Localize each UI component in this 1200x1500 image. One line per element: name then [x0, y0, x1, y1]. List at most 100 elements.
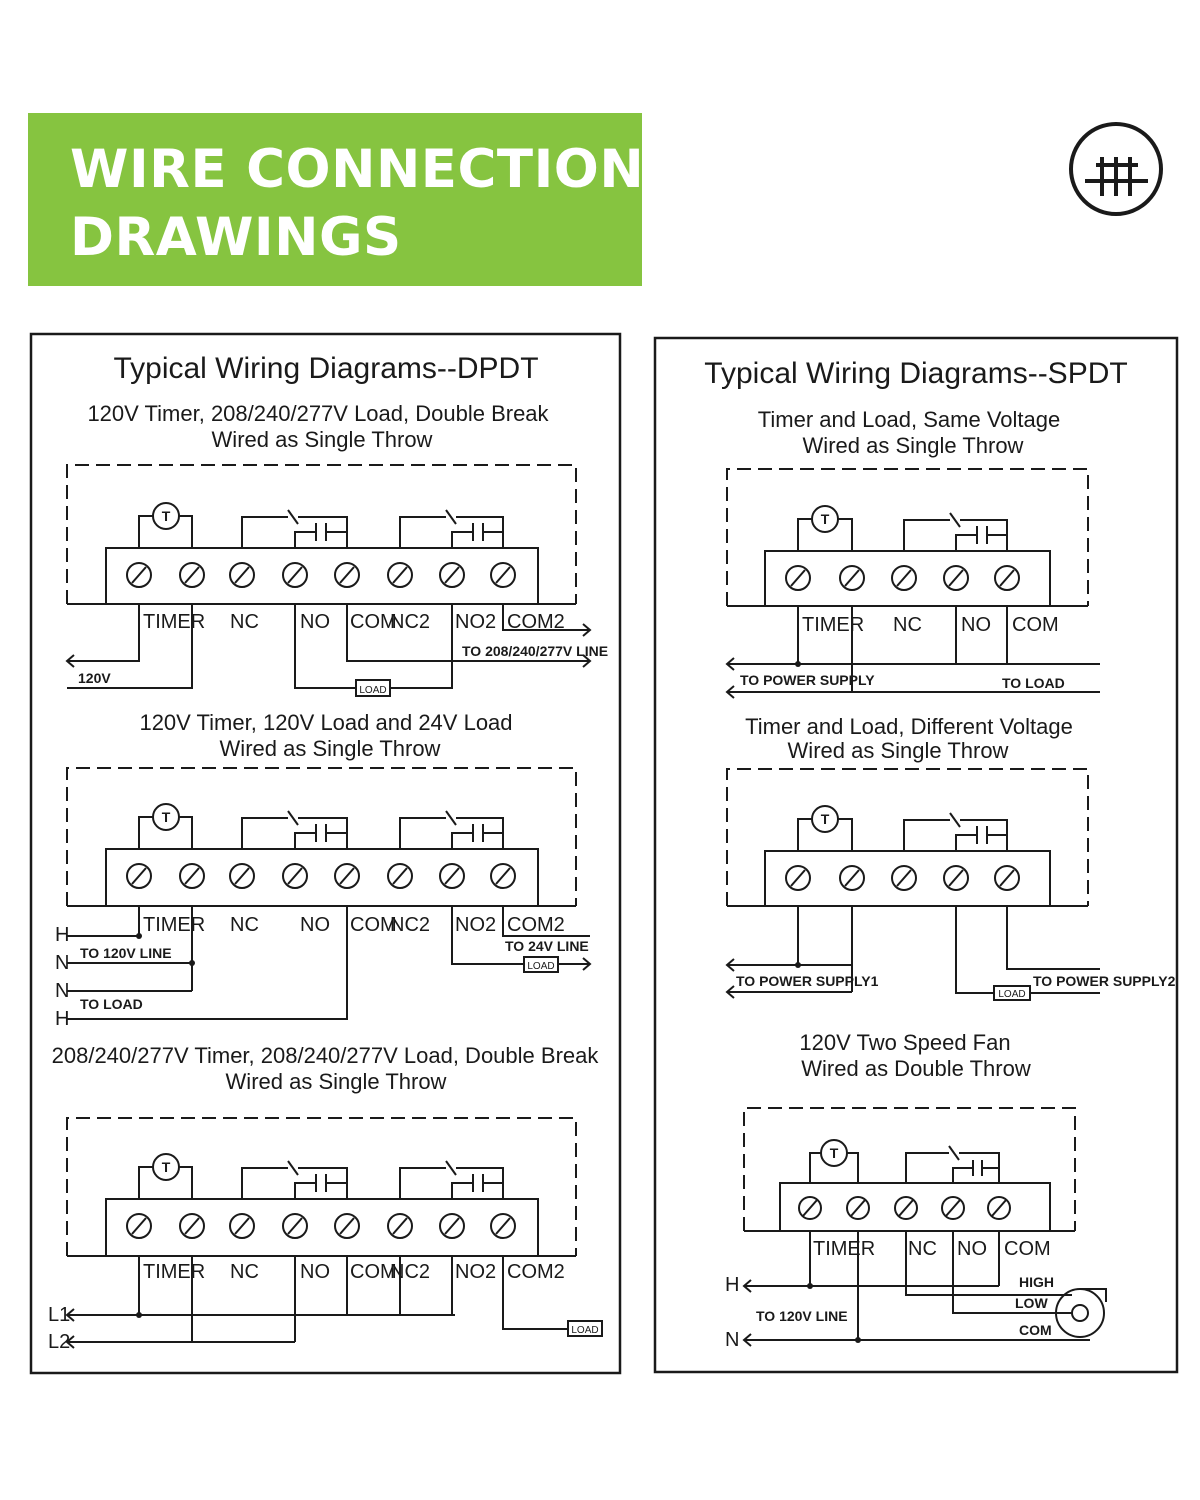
svg-text:T: T [821, 811, 830, 827]
terminal-screw [839, 865, 865, 891]
terminal-screw [439, 562, 465, 588]
terminal-screw [943, 565, 969, 591]
terminal-screw [894, 1196, 918, 1220]
spdt-panel [653, 336, 1179, 1374]
svg-text:NO2: NO2 [455, 914, 496, 936]
svg-text:COM2: COM2 [507, 1261, 565, 1283]
svg-text:COM: COM [350, 1261, 397, 1283]
s3-subtitle-2: Wired as Double Throw [801, 1056, 1031, 1081]
timer-symbol [820, 1139, 848, 1167]
dpdt-panel [29, 332, 622, 1375]
terminal-screw [785, 565, 811, 591]
terminal-screw [846, 1196, 870, 1220]
d2-terminal-block [126, 863, 516, 889]
terminal-label-nc: NC [230, 611, 259, 633]
terminal-screw [490, 1213, 516, 1239]
svg-text:NO: NO [300, 1261, 330, 1283]
svg-text:NC: NC [908, 1238, 937, 1260]
terminal-screw [994, 565, 1020, 591]
d2-subtitle-2: Wired as Single Throw [220, 736, 441, 761]
svg-text:NO: NO [300, 914, 330, 936]
svg-text:NC: NC [893, 614, 922, 636]
spdt-diagram-3: 120V Two Speed Fan Wired as Double Throw… [725, 1030, 1107, 1351]
banner-title-line2: DRAWINGS [70, 207, 402, 268]
svg-text:T: T [162, 508, 171, 524]
timer-symbol [811, 805, 839, 833]
svg-text:NC2: NC2 [390, 914, 430, 936]
terminal-label-no: NO [300, 611, 330, 633]
terminal-screw [229, 1213, 255, 1239]
d1-terminal-block [126, 562, 516, 588]
dpdt-title: Typical Wiring Diagrams--DPDT [113, 352, 538, 385]
s3-terminal-block [798, 1196, 1011, 1220]
svg-text:NO2: NO2 [455, 1261, 496, 1283]
d2-subtitle-1: 120V Timer, 120V Load and 24V Load [139, 710, 512, 735]
terminal-screw [839, 565, 865, 591]
terminal-screw [334, 1213, 360, 1239]
terminal-screw [891, 565, 917, 591]
terminal-screw [282, 562, 308, 588]
svg-text:NO: NO [957, 1238, 987, 1260]
terminal-screw [439, 863, 465, 889]
d2-to-load-label: TO LOAD [80, 996, 143, 1012]
fan-motor-icon [1055, 1288, 1107, 1338]
dpdt-diagram-1: 120V Timer, 208/240/277V Load, Double Br… [65, 401, 608, 697]
s3-line-h: H [725, 1274, 739, 1296]
terminal-screw [179, 863, 205, 889]
terminal-screw [229, 863, 255, 889]
timer-symbol [152, 803, 180, 831]
s1-load-label: TO LOAD [1002, 675, 1065, 691]
terminal-label-timer: TIMER [143, 611, 205, 633]
s2-subtitle-1: Timer and Load, Different Voltage [745, 714, 1073, 739]
svg-text:T: T [830, 1145, 839, 1161]
terminal-label-com: COM [350, 611, 397, 633]
d2-line-n2: N [55, 980, 69, 1002]
svg-text:COM2: COM2 [507, 914, 565, 936]
terminal-screw [490, 863, 516, 889]
terminal-screw [126, 1213, 152, 1239]
title-banner: WIRE CONNECTION DRAWINGS [28, 113, 645, 286]
d2-line-h1: H [55, 924, 69, 946]
load-symbol [567, 1320, 603, 1337]
terminal-screw [229, 562, 255, 588]
s1-subtitle-2: Wired as Single Throw [803, 433, 1024, 458]
terminal-screw [439, 1213, 465, 1239]
svg-text:T: T [162, 1159, 171, 1175]
terminal-screw [987, 1196, 1011, 1220]
timer-symbol [811, 505, 839, 533]
s3-fan-high-label: HIGH [1019, 1274, 1054, 1290]
svg-text:LOAD: LOAD [998, 989, 1025, 1000]
svg-text:LOAD: LOAD [571, 1325, 598, 1336]
terminal-screw [387, 863, 413, 889]
timer-symbol [152, 1153, 180, 1181]
terminal-screw [941, 1196, 965, 1220]
s3-line-n: N [725, 1329, 739, 1351]
timer-symbol [152, 502, 180, 530]
svg-text:NC: NC [230, 1261, 259, 1283]
svg-text:COM: COM [350, 914, 397, 936]
terminal-screw [798, 1196, 822, 1220]
switch-contacts-logo-icon [1069, 122, 1163, 216]
svg-text:NC2: NC2 [390, 1261, 430, 1283]
terminal-label-nc2: NC2 [390, 611, 430, 633]
dpdt-diagram-3: 208/240/277V Timer, 208/240/277V Load, D… [48, 1043, 603, 1353]
svg-text:LOAD: LOAD [527, 961, 554, 972]
s2-supply2-label: TO POWER SUPPLY2 [1033, 973, 1176, 989]
terminal-label-no2: NO2 [455, 611, 496, 633]
terminal-screw [334, 863, 360, 889]
spdt-title: Typical Wiring Diagrams--SPDT [704, 357, 1127, 390]
s2-terminal-block [785, 865, 1020, 891]
svg-text:COM: COM [1012, 614, 1059, 636]
svg-text:LOAD: LOAD [359, 685, 386, 696]
banner-title-line1: WIRE CONNECTION [70, 139, 645, 200]
terminal-screw [334, 562, 360, 588]
dpdt-diagram-2: 120V Timer, 120V Load and 24V Load Wired… [55, 710, 592, 1030]
s1-subtitle-1: Timer and Load, Same Voltage [758, 407, 1060, 432]
terminal-screw [943, 865, 969, 891]
svg-text:T: T [821, 511, 830, 527]
d1-supply-label: 120V [78, 670, 111, 686]
svg-text:TIMER: TIMER [813, 1238, 875, 1260]
s1-terminal-block [785, 565, 1020, 591]
terminal-screw [785, 865, 811, 891]
